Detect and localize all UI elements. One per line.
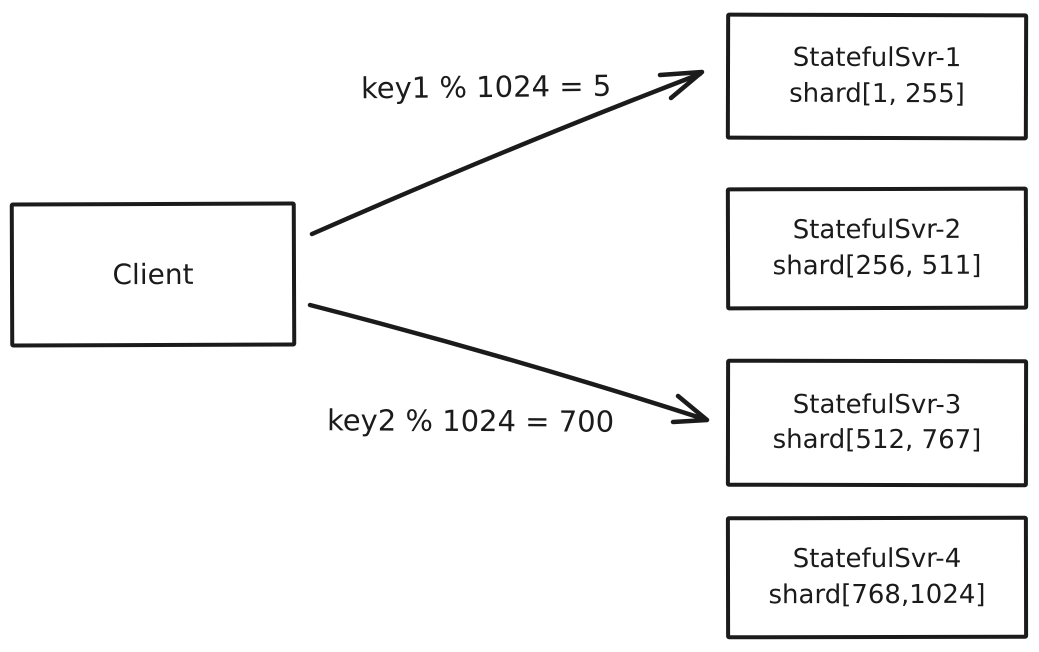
server-name: StatefulSvr-3: [792, 389, 962, 421]
server-node-2: StatefulSvr-2 shard[256, 511]: [725, 186, 1029, 311]
server-node-1: StatefulSvr-1 shard[1, 255]: [725, 12, 1029, 141]
client-node: Client: [9, 201, 297, 348]
server-shard-range: shard[1, 255]: [789, 78, 965, 109]
server-shard-range: shard[768,1024]: [768, 579, 986, 610]
arrow-client-to-svr3-head: [670, 393, 710, 425]
server-name: StatefulSvr-4: [792, 544, 962, 575]
server-shard-range: shard[256, 511]: [772, 250, 982, 281]
server-name: StatefulSvr-2: [792, 215, 962, 246]
arrow-client-to-svr3-shaft: [307, 302, 707, 422]
arrow-client-to-svr1-head: [657, 69, 705, 101]
edge-label-key2: key2 % 1024 = 700: [326, 403, 615, 439]
client-label: Client: [112, 257, 194, 291]
server-shard-range: shard[512, 767]: [772, 424, 982, 456]
edge-label-key1: key1 % 1024 = 5: [360, 68, 612, 106]
server-name: StatefulSvr-1: [792, 43, 962, 74]
server-node-4: StatefulSvr-4 shard[768,1024]: [725, 515, 1029, 640]
server-node-3: StatefulSvr-3 shard[512, 767]: [725, 358, 1029, 488]
